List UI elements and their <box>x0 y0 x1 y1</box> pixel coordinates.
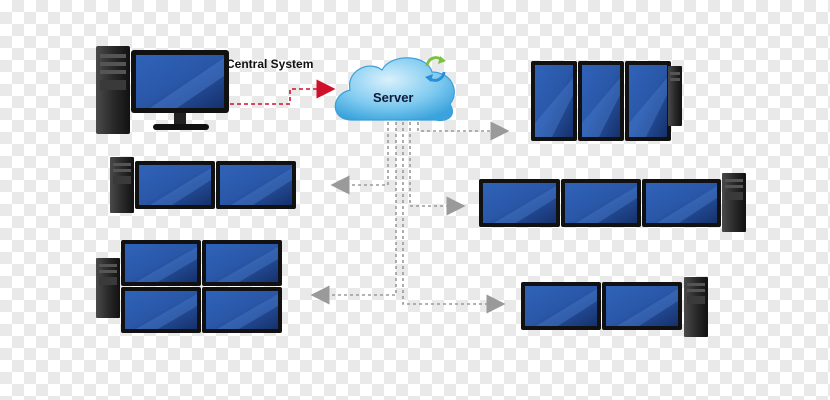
central-to-server-arrow <box>230 79 336 105</box>
station-top-right <box>531 61 682 141</box>
server-cloud: Server <box>334 57 455 122</box>
tower-bottom-right <box>684 277 708 337</box>
central-monitor <box>131 50 229 130</box>
connector-to-mid-right <box>409 122 466 216</box>
station-bottom-left <box>96 240 282 333</box>
sync-icon <box>425 56 446 82</box>
server-label: Server <box>373 90 413 105</box>
central-system-label: Central System <box>226 57 313 71</box>
station-bottom-right <box>521 277 708 337</box>
screens-2x1 <box>135 161 296 209</box>
screens-3x1-portrait <box>531 61 671 141</box>
connector-to-mid-left <box>330 122 389 195</box>
screens-2x2 <box>121 240 282 333</box>
central-tower <box>96 46 130 134</box>
station-mid-right <box>479 173 746 232</box>
connectors <box>310 121 510 314</box>
screens-3x1 <box>479 179 721 227</box>
tower-mid-right <box>722 173 746 232</box>
tower-mid-left <box>110 157 134 213</box>
connector-to-bottom-left <box>310 122 397 305</box>
connector-to-bottom-right <box>402 122 506 314</box>
connector-to-top-right <box>417 121 510 141</box>
tower-bottom-left <box>96 258 120 318</box>
tower-top-right <box>668 66 682 126</box>
screens-2x1-bottom <box>521 282 682 330</box>
station-mid-left <box>110 157 296 213</box>
central-system-workstation <box>96 46 229 134</box>
